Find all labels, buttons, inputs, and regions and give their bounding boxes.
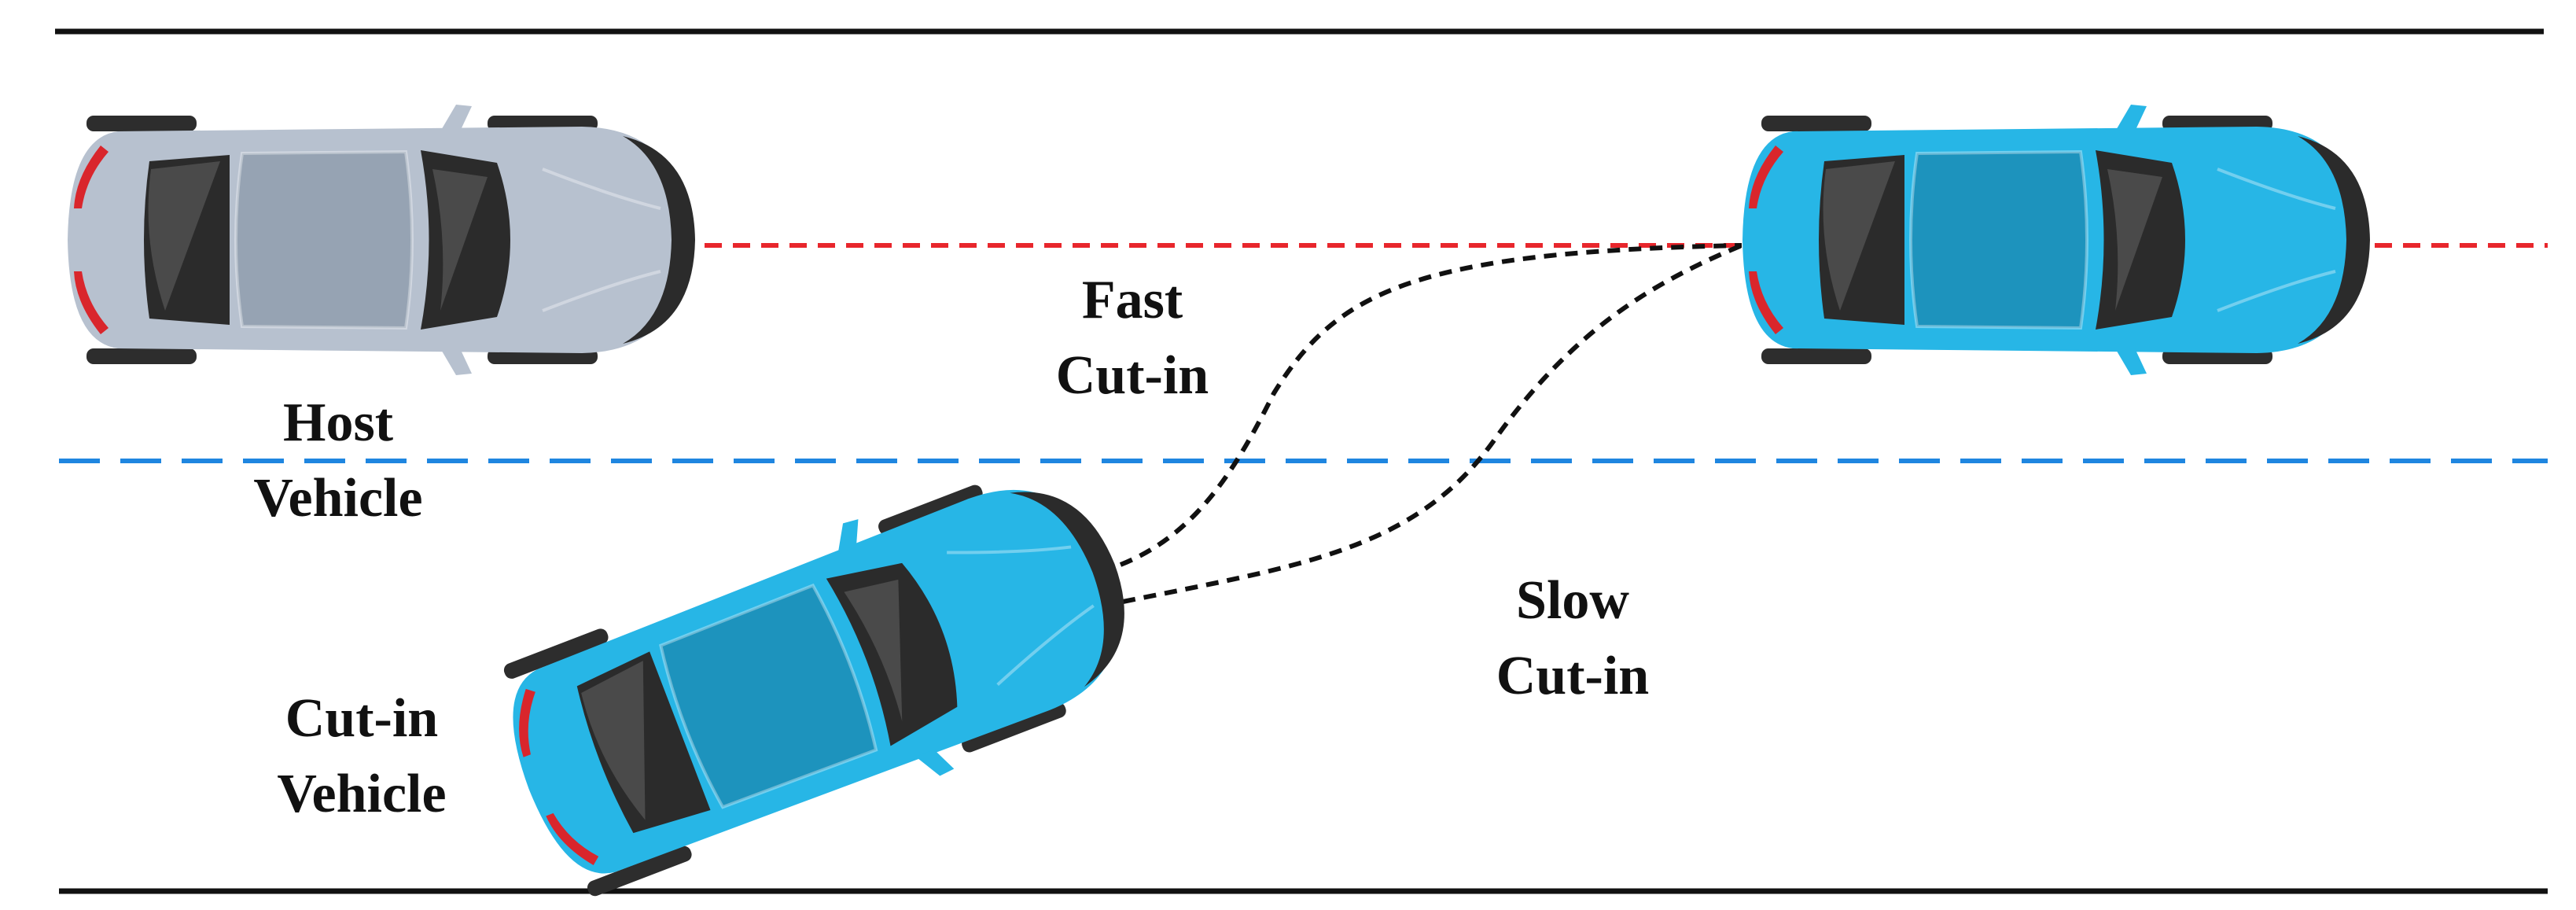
cut-in-vehicle-label-line-1: Cut-in [285,688,439,749]
slow-cut-in-label-line-1: Slow [1516,570,1629,631]
slow-cut-in-trajectory [1122,243,1743,604]
host-vehicle-icon [68,105,695,375]
fast-cut-in-trajectory [1119,243,1742,567]
target-position-car-icon [1742,105,2370,375]
cut-in-vehicle-icon [503,484,1124,897]
slow-cut-in-label: Slow Cut-in [1415,563,1730,714]
host-vehicle-label: Host Vehicle [197,385,480,536]
fast-cut-in-label-line-1: Fast [1081,270,1183,330]
slow-cut-in-label-line-2: Cut-in [1496,646,1650,706]
fast-cut-in-label-line-2: Cut-in [1055,345,1209,406]
cut-in-vehicle-label-line-2: Vehicle [277,764,447,824]
host-vehicle-label-line-2: Vehicle [253,468,423,529]
host-vehicle-label-line-1: Host [283,392,393,453]
fast-cut-in-label: Fast Cut-in [983,263,1282,414]
cut-in-vehicle-label: Cut-in Vehicle [220,681,503,832]
